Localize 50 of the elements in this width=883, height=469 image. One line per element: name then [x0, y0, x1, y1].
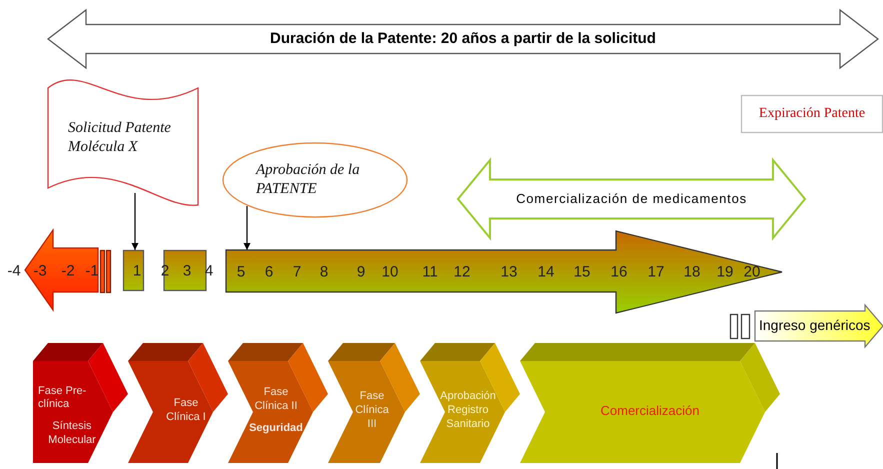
year-number: 3 [182, 262, 192, 280]
year-number: 20 [744, 264, 760, 280]
arrow-banner [755, 305, 883, 347]
note-text: Expiración Patente [758, 105, 866, 123]
year-number: 19 [716, 264, 734, 280]
year-number: 12 [454, 264, 470, 280]
bar-mark [100, 250, 105, 293]
phase-label: Fase Clínica II [254, 386, 298, 414]
year-number: 7 [292, 264, 302, 280]
year-number: -4 [7, 262, 21, 280]
year-number: -3 [33, 262, 47, 280]
year-number: 16 [610, 264, 628, 280]
year-number: 18 [684, 264, 700, 280]
double-arrow-banner [48, 10, 878, 68]
year-number: 10 [382, 264, 398, 280]
bar-mark [730, 314, 738, 339]
phase-label: Seguridad [248, 422, 304, 436]
year-number: 1 [132, 262, 142, 280]
banner-title: Comercialización de medicamentos [515, 190, 748, 208]
phase-label: Síntesis Molecular [47, 420, 97, 448]
year-number: 14 [538, 264, 554, 280]
banner-title: Ingreso genéricos [759, 317, 872, 335]
year-number: 8 [320, 264, 328, 280]
year-number: 6 [264, 264, 274, 280]
note-text: Aprobación de la PATENTE [256, 161, 361, 199]
timeline-arrow [8, 230, 100, 310]
year-number: 11 [422, 264, 438, 280]
timeline-band [226, 231, 782, 313]
year-number: 13 [500, 264, 518, 280]
phase-label: Comercialización [600, 402, 700, 420]
text-box [741, 95, 883, 133]
year-number: -1 [85, 262, 99, 280]
banner-title: Duración de la Patente: 20 años a partir de la solicitud [269, 30, 657, 48]
year-number: -2 [61, 262, 75, 280]
bar-mark [106, 250, 111, 293]
year-number: 17 [648, 264, 664, 280]
year-number: 5 [236, 264, 246, 280]
phase-label: Fase Clínica III [354, 390, 390, 432]
year-number: 15 [574, 264, 590, 280]
note-text: Solicitud Patente Molécula X [68, 119, 172, 157]
phase-label: Fase Clínica I [165, 397, 207, 425]
year-number: 9 [356, 264, 366, 280]
arrow [244, 206, 250, 250]
phase-label: Fase Pre-clínica [38, 384, 88, 412]
bar-mark [741, 314, 750, 339]
double-arrow-banner [458, 160, 805, 238]
ellipse-shape [222, 142, 408, 218]
arrow [132, 193, 138, 250]
phase-label: Aprobación Registro Sanitario [439, 390, 497, 432]
year-box [123, 250, 144, 291]
